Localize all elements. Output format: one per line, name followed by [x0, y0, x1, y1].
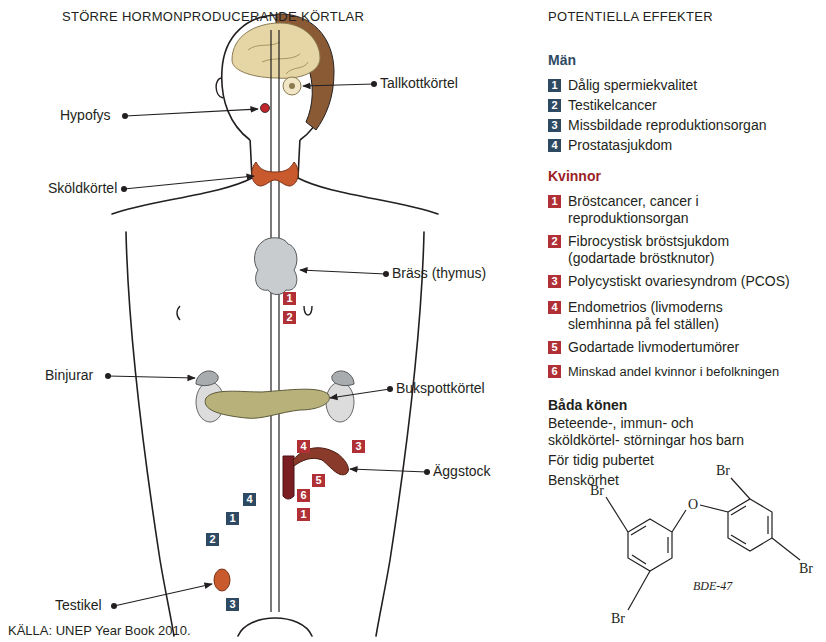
- callout-square: 1Bröstcancer, cancer i reproduktionsorga…: [548, 195, 561, 208]
- effect-text: Prostatasjukdom: [568, 137, 818, 154]
- gland-label: Bräss (thymus): [392, 265, 486, 282]
- callout-number: 4: [297, 440, 310, 453]
- callout-square: 4Prostatasjukdom: [548, 139, 561, 152]
- effect-text: Beteende-, immun- och sköldkörtel- störn…: [548, 415, 763, 449]
- callout-number: 5: [548, 341, 561, 354]
- callout-number: 3: [226, 598, 239, 611]
- callout-number: 1: [283, 292, 296, 305]
- effect-text: Fibrocystisk bröstsjukdom (godartade brö…: [568, 233, 758, 267]
- effect-text: Missbildade reproduktionsorgan: [568, 117, 818, 134]
- callout-number: 1: [226, 512, 239, 525]
- callout-number: 3: [548, 275, 561, 288]
- effect-text: Endometrios (livmoderns slemhinna på fel…: [568, 299, 758, 333]
- callout-square: 3Polycystiskt ovariesyndrom (PCOS): [548, 275, 561, 288]
- callout-square: 1: [297, 508, 310, 521]
- callout-number: 3: [548, 119, 561, 132]
- callout-number: 3: [352, 440, 365, 453]
- callout-square: 1: [283, 292, 296, 305]
- group-heading: Kvinnor: [548, 168, 601, 185]
- callout-square: 4: [297, 440, 310, 453]
- molecule-drawing: [606, 478, 800, 610]
- effect-text: Minskad andel kvinnor i befolkningen: [568, 363, 826, 380]
- callout-square: 4: [243, 493, 256, 506]
- callout-number: 2: [548, 235, 561, 248]
- effect-text: Benskörhet: [548, 472, 619, 489]
- callout-number: 1: [548, 79, 561, 92]
- gland-label: Testikel: [55, 597, 102, 614]
- callout-square: 5Godartade livmodertumörer: [548, 341, 561, 354]
- callout-square: 2Testikelcancer: [548, 99, 561, 112]
- callout-square: 5: [312, 474, 325, 487]
- group-heading: Båda könen: [548, 397, 627, 414]
- gland-label: Bukspottkörtel: [396, 380, 485, 397]
- effect-text: Testikelcancer: [568, 97, 818, 114]
- callout-square: 1: [226, 512, 239, 525]
- effect-text: Godartade livmodertumörer: [568, 339, 818, 356]
- callout-square: 3: [226, 598, 239, 611]
- callout-number: 4: [243, 493, 256, 506]
- callout-square: 2: [206, 533, 219, 546]
- callout-number: 5: [312, 474, 325, 487]
- effect-text: Bröstcancer, cancer i reproduktionsorgan: [568, 193, 753, 227]
- effect-text: För tidig pubertet: [548, 452, 654, 469]
- callout-number: 6: [548, 365, 561, 378]
- callout-square: 3Missbildade reproduktionsorgan: [548, 119, 561, 132]
- callout-square: 4Endometrios (livmoderns slemhinna på fe…: [548, 301, 561, 314]
- effect-text: Dålig spermiekvalitet: [568, 77, 818, 94]
- section-heading: POTENTIELLA EFFEKTER: [548, 8, 713, 25]
- callout-number: 4: [548, 139, 561, 152]
- callout-number: 6: [297, 489, 310, 502]
- callout-square: 6: [297, 489, 310, 502]
- group-heading: Män: [548, 52, 576, 69]
- gland-label: Tallkottkörtel: [380, 75, 458, 92]
- gland-label: Äggstock: [433, 463, 491, 480]
- callout-number: 1: [548, 195, 561, 208]
- source-caption: KÄLLA: UNEP Year Book 2010.: [8, 622, 191, 639]
- callout-number: 4: [548, 301, 561, 314]
- callout-square: 3: [352, 440, 365, 453]
- atom-label: Br: [716, 462, 730, 479]
- callout-number: 2: [548, 99, 561, 112]
- atom-label: O: [688, 496, 698, 513]
- gland-label: Binjurar: [45, 367, 93, 384]
- callout-number: 2: [283, 311, 296, 324]
- gland-label: Hypofys: [60, 107, 111, 124]
- section-heading: STÖRRE HORMONPRODUCERANDE KÖRTLAR: [62, 8, 364, 25]
- atom-label: Br: [590, 482, 604, 499]
- callout-square: 6Minskad andel kvinnor i befolkningen: [548, 365, 561, 378]
- callout-square: 2Fibrocystisk bröstsjukdom (godartade br…: [548, 235, 561, 248]
- callout-square: 1Dålig spermiekvalitet: [548, 79, 561, 92]
- gland-label: Sköldkörtel: [48, 180, 117, 197]
- atom-label: Br: [611, 610, 625, 627]
- effect-text: Polycystiskt ovariesyndrom (PCOS): [568, 273, 818, 290]
- callout-square: 2: [283, 311, 296, 324]
- callout-number: 1: [297, 508, 310, 521]
- molecule-name: BDE-47: [693, 578, 732, 595]
- callout-number: 2: [206, 533, 219, 546]
- atom-label: Br: [799, 560, 813, 577]
